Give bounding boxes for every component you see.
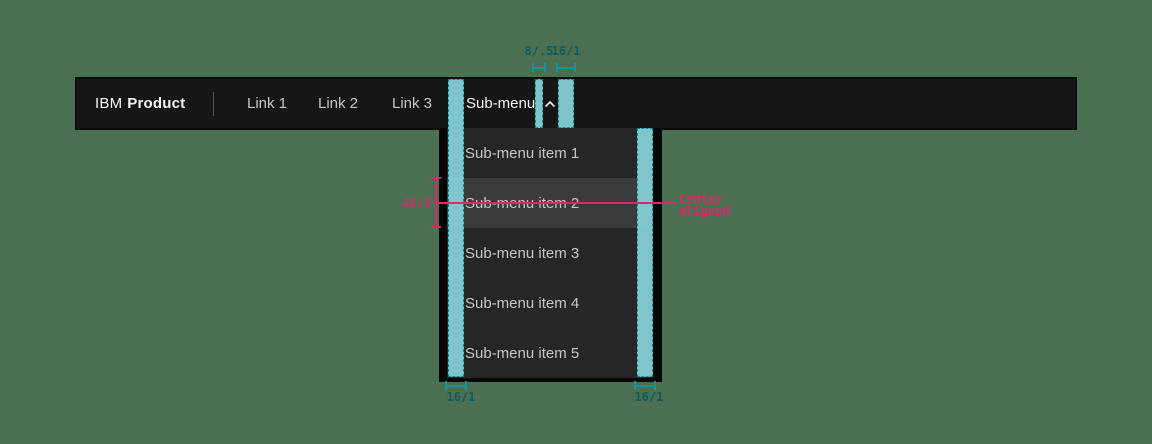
spacing-bar-menu-right-padding (637, 128, 653, 377)
chevron-up-icon[interactable] (544, 79, 556, 128)
submenu-item-3[interactable]: Sub-menu item 3 (465, 244, 580, 262)
nav-link-3[interactable]: Link 3 (392, 95, 433, 112)
measure-ibeam-padding-bottom-right (634, 381, 656, 390)
brand-link[interactable]: IBM Product (95, 79, 185, 128)
nav-link-2[interactable]: Link 2 (318, 95, 359, 112)
measure-label-menu-right-padding: 16/1 (634, 390, 664, 404)
submenu-item-1[interactable]: Sub-menu item 1 (465, 144, 580, 162)
measure-label-gap: 8/.5 (524, 44, 554, 58)
submenu-dropdown: Sub-menu item 1 Sub-menu item 2 Sub-menu… (439, 128, 662, 382)
measure-ibeam-padding-top (556, 63, 576, 72)
submenu-label: Sub-menu (466, 95, 536, 112)
submenu-item-5[interactable]: Sub-menu item 5 (465, 344, 580, 362)
item-height-label: 48/3 (402, 196, 431, 210)
alignment-label: Center aligned (679, 192, 730, 218)
header-divider (213, 92, 214, 116)
alignment-leader-line (436, 202, 676, 204)
nav-link-1[interactable]: Link 1 (247, 95, 288, 112)
measure-ibeam-gap-top (532, 63, 546, 72)
measure-label-menu-left-padding: 16/1 (446, 390, 476, 404)
submenu-dropdown-list: Sub-menu item 1 Sub-menu item 2 Sub-menu… (447, 128, 653, 378)
app-header: IBM Product Link 1 Link 2 Link 3 Sub-men… (77, 79, 1075, 128)
submenu-trigger[interactable]: Sub-menu (466, 79, 535, 128)
brand-name: Product (127, 95, 186, 112)
spacing-bar-menu-left-padding (448, 79, 464, 377)
measure-ibeam-padding-bottom-left (445, 381, 467, 390)
submenu-item-4[interactable]: Sub-menu item 4 (465, 294, 580, 312)
brand-prefix: IBM (95, 95, 123, 112)
spacing-bar-label-chevron-gap (535, 79, 543, 128)
spacing-bar-trigger-right-padding (558, 79, 574, 128)
measure-label-trigger-padding: 16/1 (551, 44, 581, 58)
